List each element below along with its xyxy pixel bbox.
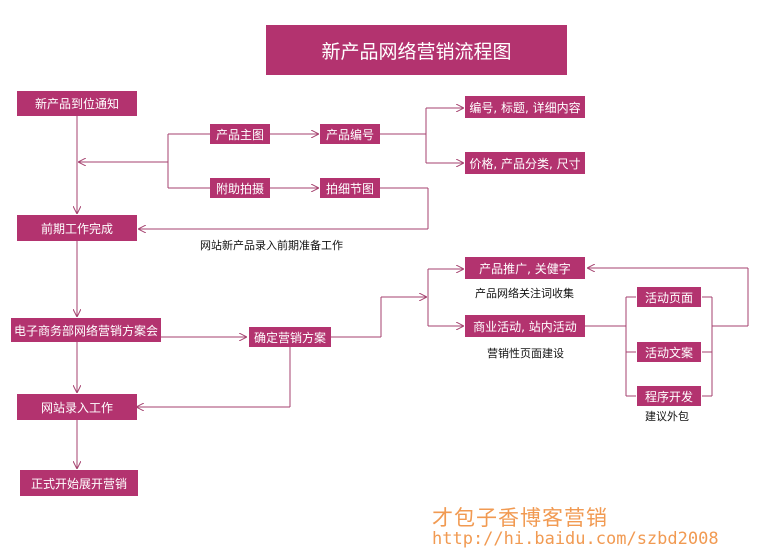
node-program-dev: 程序开发 — [637, 386, 701, 406]
node-product-code: 产品编号 — [320, 124, 380, 144]
node-biz-activity: 商业活动, 站内活动 — [465, 315, 585, 337]
node-aux-photo: 附助拍摄 — [210, 178, 270, 198]
node-ec-dept-plan: 电子商务部网络营销方案会 — [11, 318, 161, 342]
node-main-image: 产品主图 — [210, 124, 270, 144]
node-start-marketing: 正式开始展开营销 — [20, 470, 138, 496]
diagram-title: 新产品网络营销流程图 — [266, 25, 567, 75]
watermark-url: http://hi.baidu.com/szbd2008 — [432, 529, 719, 549]
node-confirm-plan: 确定营销方案 — [249, 327, 331, 347]
node-promotion-keywords: 产品推广, 关健字 — [465, 257, 585, 279]
label-marketing-page: 营销性页面建设 — [487, 347, 564, 360]
node-code-title-detail: 编号, 标题, 详细内容 — [465, 96, 585, 118]
node-arrival-notice: 新产品到位通知 — [17, 91, 137, 116]
node-activity-copy: 活动文案 — [637, 342, 701, 362]
node-website-entry: 网站录入工作 — [17, 394, 137, 420]
label-outsourcing: 建议外包 — [645, 410, 689, 423]
node-prework-done: 前期工作完成 — [17, 215, 137, 241]
node-detail-photo: 拍细节图 — [320, 178, 380, 198]
label-website-prep: 网站新产品录入前期准备工作 — [200, 239, 343, 252]
node-activity-page: 活动页面 — [637, 287, 701, 307]
label-keyword-collect: 产品网络关注词收集 — [475, 287, 574, 300]
watermark-brand: 才包子香博客营销 — [432, 506, 608, 530]
node-price-category-size: 价格, 产品分类, 尺寸 — [465, 152, 585, 174]
